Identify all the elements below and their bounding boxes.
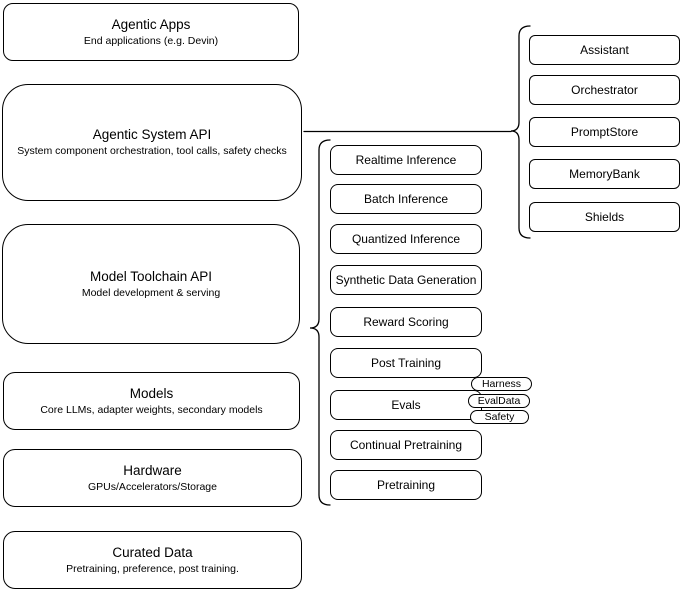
eval-tag-label: Safety [484,411,515,423]
component-label: Orchestrator [571,83,638,97]
toolchain-box-evals: Evals [330,390,482,420]
toolchain-box-pretraining: Pretraining [330,470,482,500]
toolchain-label: Pretraining [376,478,436,492]
box-title: Agentic System API [92,127,212,142]
toolchain-box-post-training: Post Training [330,348,482,378]
toolchain-label: Post Training [370,356,442,370]
component-box-orchestrator: Orchestrator [529,75,680,105]
eval-tag-evaldata: EvalData [468,394,530,408]
component-label: Shields [584,210,625,224]
component-box-promptstore: PromptStore [529,117,680,147]
box-title: Models [129,385,174,401]
toolchain-box-reward-scoring: Reward Scoring [330,307,482,337]
component-label: Assistant [580,43,629,57]
box-agentic-apps: Agentic Apps End applications (e.g. Devi… [3,3,299,61]
box-agentic-system-api: Agentic System API System component orch… [2,84,302,201]
toolchain-box-quantized-inference: Quantized Inference [330,224,482,254]
toolchain-label: Batch Inference [363,192,449,206]
eval-tag-label: Harness [481,378,522,390]
box-subtitle: End applications (e.g. Devin) [83,34,219,47]
toolchain-label: Realtime Inference [355,153,457,167]
box-curated-data: Curated Data Pretraining, preference, po… [3,531,302,589]
eval-tag-label: EvalData [477,395,521,407]
box-title: Hardware [123,462,182,478]
component-box-assistant: Assistant [529,35,680,65]
box-subtitle: System component orchestration, tool cal… [17,145,287,157]
box-hardware: Hardware GPUs/Accelerators/Storage [3,449,302,507]
component-box-memorybank: MemoryBank [529,159,680,189]
toolchain-label: Evals [391,398,421,412]
component-label: MemoryBank [569,167,640,181]
box-subtitle: Model development & serving [81,286,221,299]
box-model-toolchain-api: Model Toolchain API Model development & … [2,224,300,344]
component-box-shields: Shields [529,202,680,232]
box-subtitle: GPUs/Accelerators/Storage [88,480,217,493]
box-subtitle: Pretraining, preference, post training. [66,562,239,575]
box-models: Models Core LLMs, adapter weights, secon… [3,372,300,430]
eval-tag-harness: Harness [471,377,532,391]
component-label: PromptStore [570,125,639,139]
components-brace [510,25,531,239]
toolchain-label: Continual Pretraining [349,438,463,452]
box-title: Model Toolchain API [89,268,213,284]
eval-tag-safety: Safety [470,410,529,424]
toolchain-box-realtime-inference: Realtime Inference [330,145,482,175]
toolchain-box-synthetic-data-generation: Synthetic Data Generation [330,265,482,295]
box-title: Curated Data [112,544,193,560]
toolchain-label: Synthetic Data Generation [335,273,477,287]
toolchain-brace [309,139,331,506]
box-title: Agentic Apps [111,16,191,32]
toolchain-label: Reward Scoring [363,315,449,329]
box-subtitle: Core LLMs, adapter weights, secondary mo… [40,403,263,416]
toolchain-box-batch-inference: Batch Inference [330,184,482,214]
toolchain-box-continual-pretraining: Continual Pretraining [330,430,482,460]
toolchain-label: Quantized Inference [351,232,461,246]
